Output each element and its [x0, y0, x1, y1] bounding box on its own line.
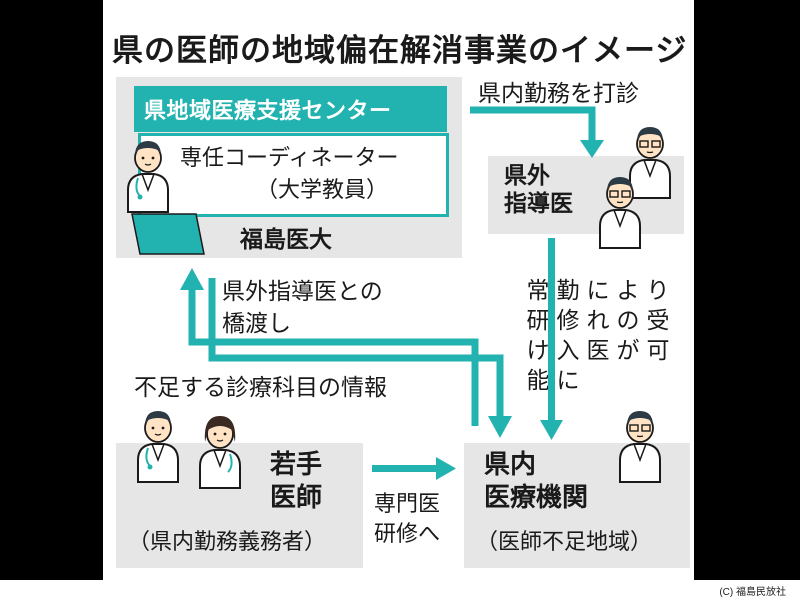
accept-training-column: り受可 — [646, 278, 670, 364]
diagram-title: 県の医師の地域偏在解消事業のイメージ — [112, 33, 688, 69]
credit: (C) 福島民放社 — [719, 587, 786, 598]
support-center-header — [134, 86, 447, 132]
laptop-icon — [131, 213, 205, 255]
coordinator-icon — [127, 140, 169, 213]
accept-training-column: 常研け能 — [526, 278, 550, 394]
persuade-label: 県内勤務を打診 — [478, 81, 639, 107]
coordinator-panel — [138, 133, 449, 217]
outside-doctor-label: 県外 指導医 — [504, 163, 573, 217]
right-black-bar — [694, 0, 800, 580]
bottom-strip — [0, 580, 800, 600]
specialist-training-label: 専門医 研修へ — [374, 492, 441, 547]
coordinator-subtitle: （大学教員） — [256, 178, 389, 203]
young-doctor-sub: （県内勤務義務者） — [128, 530, 327, 555]
accept-training-column: にれ医 — [586, 278, 610, 364]
support-center-name: 県地域医療支援センター — [144, 99, 392, 124]
inner-doctor-icon — [619, 410, 661, 483]
left-black-bar — [0, 0, 103, 580]
young-doctor-icon-2 — [199, 415, 241, 489]
accept-training-column: よのが — [616, 278, 640, 364]
inner-institution-label: 県内 医療機関 — [484, 450, 589, 513]
young-doctor-icon-1 — [137, 410, 179, 483]
shortage-info-label: 不足する診療科目の情報 — [134, 375, 387, 401]
outside-doctor-icon-1 — [629, 126, 671, 199]
inner-institution-sub: （医師不足地域） — [476, 530, 653, 555]
young-doctor-label: 若手 医師 — [270, 450, 323, 513]
bridge-label: 県外指導医との 橋渡し — [222, 279, 383, 337]
coordinator-title: 専任コーディネーター — [180, 146, 399, 171]
accept-training-column: 勤修入に — [556, 278, 580, 394]
university-name: 福島医大 — [240, 227, 332, 253]
